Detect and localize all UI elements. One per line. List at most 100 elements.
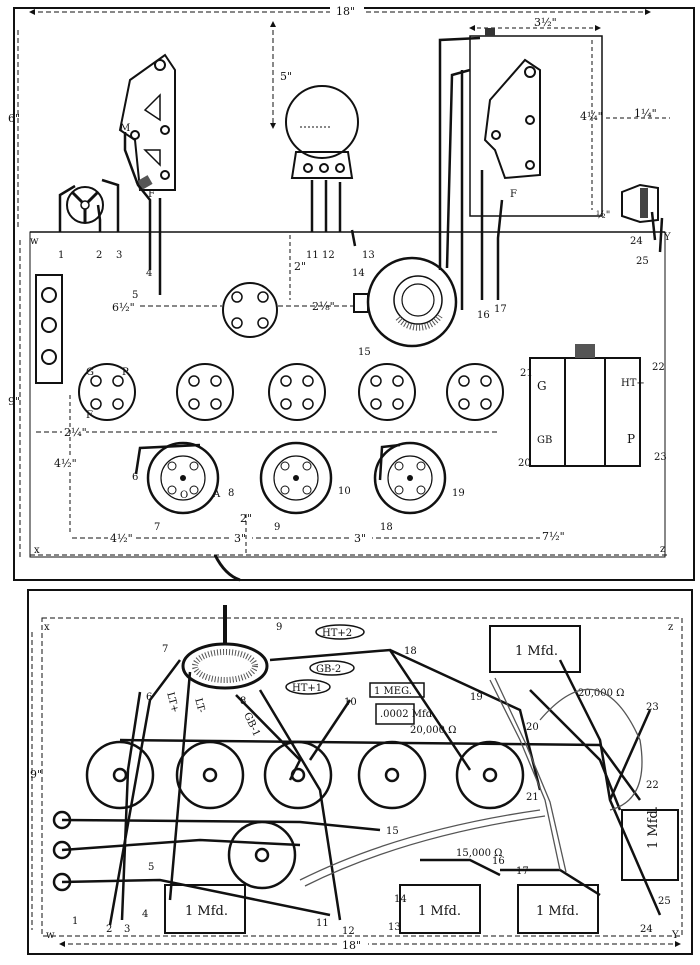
- bottom-resistors: 1 MEG. .0002 Mfd. 20,000 Ω 20,000 Ω 15,0…: [164, 624, 624, 859]
- bottom-left-terminals: [52, 810, 72, 892]
- top-terminal-16: 16: [477, 310, 490, 321]
- cap-right-label: 1 Mfd.: [646, 806, 661, 849]
- bottom-base-outline: [41, 617, 683, 937]
- lead-gb2: GB-2: [316, 664, 341, 675]
- top-terminal-3: 3: [116, 250, 122, 261]
- socket-pin-g: G: [86, 367, 94, 378]
- bottom-dim-depth: 9": [30, 768, 42, 781]
- dim-6half: 6½": [112, 301, 135, 314]
- bottom-terminal-19: 19: [470, 692, 483, 703]
- dim-4quarter: 4¼": [580, 110, 603, 123]
- bottom-terminal-12: 12: [342, 926, 355, 937]
- top-terminal-19: 19: [452, 488, 465, 499]
- bottom-terminal-6: 6: [146, 692, 152, 703]
- top-terminal-20: 20: [518, 458, 531, 469]
- coil-label-f1: F: [148, 189, 155, 200]
- top-terminal-15: 15: [358, 347, 371, 358]
- dim-3: 3": [234, 532, 246, 545]
- dim-4half-left: 4½": [54, 457, 77, 470]
- top-terminal-9: 9: [274, 522, 280, 533]
- res-20000a-label: 20,000 Ω: [410, 725, 456, 736]
- valve-holder-2: [259, 441, 333, 515]
- cap-b2-label: 1 Mfd.: [418, 904, 461, 919]
- top-panel: 18" 6" 9" x w Y z M F 5": [8, 4, 695, 582]
- res-15000-label: 15,000 Ω: [456, 848, 502, 859]
- top-terminal-12: 12: [322, 250, 335, 261]
- transformer-g: G: [537, 379, 547, 393]
- bottom-corner-y: Y: [671, 930, 679, 941]
- socket-pin-f: F: [86, 410, 93, 421]
- bottom-terminal-23: 23: [646, 702, 659, 713]
- top-terminal-10: 10: [338, 486, 351, 497]
- valve-socket-row: [78, 363, 504, 421]
- transformer-p: P: [627, 432, 635, 446]
- valve-socket-first: [222, 282, 278, 338]
- top-terminal-25: 25: [636, 256, 649, 267]
- bottom-twisted-wires: [299, 677, 643, 887]
- corner-y: Y: [663, 232, 671, 243]
- cap-b1-label: 1 Mfd.: [185, 904, 228, 919]
- dim-5: 5": [280, 70, 292, 83]
- lead-ht1: HT+1: [292, 683, 322, 694]
- bottom-panel-frame: [27, 589, 693, 955]
- corner-z: z: [660, 544, 665, 555]
- valve-socket-1: [78, 363, 136, 421]
- dim-2quarter: 2¼": [64, 426, 87, 439]
- bottom-terminal-1: 1: [72, 916, 78, 927]
- top-terminal-7: 7: [154, 522, 160, 533]
- right-coil-bracket: 3½" 4¼" 1¼" ½" F: [469, 16, 670, 221]
- dim-4half-bottom: 4½": [110, 532, 133, 545]
- bottom-terminal-2: 2: [106, 924, 112, 935]
- dim-1quarter: 1¼": [634, 107, 657, 120]
- top-terminals: 1 2 3 4 5 6 7 8 9 10 11 12 13 14 15 16 1…: [58, 236, 667, 533]
- bottom-terminal-13: 13: [388, 922, 401, 933]
- bottom-coil: [181, 605, 269, 690]
- lead-lt1: LT+: [164, 691, 180, 714]
- bottom-wires: [61, 648, 662, 926]
- bottom-terminal-11: 11: [316, 918, 329, 929]
- output-jack: [621, 183, 659, 224]
- transformer: G HT+ GB P: [529, 344, 645, 467]
- coil-label-f2: F: [510, 189, 517, 200]
- terminal-strip-left: [35, 274, 63, 384]
- top-terminal-21: 21: [520, 368, 533, 379]
- rheostat: [66, 186, 104, 224]
- dim-3b: 3": [354, 532, 366, 545]
- valve-socket-3: [268, 363, 326, 421]
- bottom-terminal-18: 18: [404, 646, 417, 657]
- dim-width: 18": [336, 5, 355, 18]
- socket-pin-p: P: [122, 367, 129, 378]
- bottom-terminal-10: 10: [344, 697, 357, 708]
- corner-w: w: [30, 236, 39, 247]
- socket-pin-o: O: [180, 490, 188, 501]
- coil-label-m: M: [120, 123, 130, 134]
- top-terminal-11: 11: [306, 250, 319, 261]
- lead-gb1: GB-1: [241, 711, 262, 739]
- bottom-corner-z: z: [668, 622, 673, 633]
- bottom-capacitor-top: 1 Mfd.: [489, 625, 581, 673]
- corner-x: x: [34, 545, 40, 556]
- bottom-terminal-5: 5: [148, 862, 154, 873]
- bottom-corner-x: x: [44, 622, 50, 633]
- bottom-terminal-20: 20: [526, 722, 539, 733]
- socket-pin-a: A: [212, 489, 221, 500]
- valve-socket-4: [358, 363, 416, 421]
- bottom-capacitor-right: 1 Mfd.: [621, 806, 679, 881]
- bottom-terminal-14: 14: [394, 894, 407, 905]
- bottom-capacitor-b2: 1 Mfd.: [399, 884, 481, 934]
- bottom-terminal-24: 24: [640, 924, 653, 935]
- bottom-terminal-4: 4: [142, 909, 148, 920]
- top-terminal-2: 2: [96, 250, 102, 261]
- top-terminal-1: 1: [58, 250, 64, 261]
- dim-3half: 3½": [534, 16, 557, 29]
- bottom-terminal-3: 3: [124, 924, 130, 935]
- reaction-coil: [353, 256, 458, 348]
- top-terminal-5: 5: [132, 290, 138, 301]
- valve-holder-1: [146, 441, 220, 515]
- top-terminal-13: 13: [362, 250, 375, 261]
- bottom-corner-w: w: [46, 930, 55, 941]
- bottom-terminal-9: 9: [276, 622, 282, 633]
- valve-socket-5: [446, 363, 504, 421]
- res-20000b-label: 20,000 Ω: [578, 688, 624, 699]
